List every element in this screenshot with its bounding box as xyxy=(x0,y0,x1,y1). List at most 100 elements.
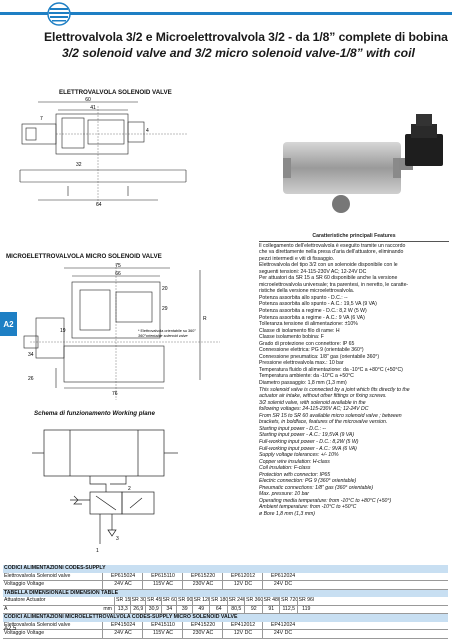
dim-label: 29 xyxy=(162,306,168,312)
feature-line: Potenza assorbita a regime - D.C.: 8,2 W… xyxy=(259,308,367,315)
table-cell: 12V DC xyxy=(222,581,262,589)
table-cell: 119 xyxy=(296,605,315,613)
feature-line: Tolleranza tensione di alimentazione: ±1… xyxy=(259,321,358,328)
table-cell: EP615024 xyxy=(102,572,142,580)
section-tab: A2 xyxy=(0,312,17,336)
feature-line-en: Ambient temperature: from -10°C to +50°C xyxy=(259,504,357,511)
feature-line: Pressione elettrovalvola max.: 10 bar xyxy=(259,360,344,367)
title-italian: Elettrovalvola 3/2 e Microelettrovalvola… xyxy=(44,30,448,44)
dim-label: 66 xyxy=(115,271,121,277)
table-cell: SR 90 xyxy=(176,597,192,605)
row-label: A xyxy=(4,605,8,612)
features-heading: Caratteristiche principali Features xyxy=(312,233,396,239)
page-number: A2.5 xyxy=(4,626,17,632)
feature-line-en: Protection with connector: IP65 xyxy=(259,471,331,478)
feature-line: Temperatura fluido di alimentazione: da … xyxy=(259,366,403,373)
table-cell: EP612024 xyxy=(262,572,302,580)
feature-line-en: 3/2 solenid valve, with solenoid availab… xyxy=(259,399,366,406)
table-cell: A mm xyxy=(3,606,114,614)
table-cell: Elettrovalvola Solenoid valve xyxy=(4,621,71,628)
table-cell: 24V DC xyxy=(262,581,302,589)
feature-line-en: ø Bore 1,8 mm (1,3 mm) xyxy=(259,510,315,517)
feature-line-en: Pneumatic connections: 1/8” gas (360° or… xyxy=(259,484,374,491)
feature-line-en: Coil insulation: F-class xyxy=(259,465,311,472)
features-rule xyxy=(259,240,449,242)
table-cell: SR 240 xyxy=(226,597,244,605)
row-unit: mm xyxy=(103,605,112,612)
feature-line: Classe di isolamento filo di rame: H xyxy=(259,327,340,334)
feature-line: Per attuatori da SR 15 a SR 60 disponibi… xyxy=(259,275,398,282)
dim-label: 60 xyxy=(85,97,91,103)
dim-label: 41 xyxy=(90,105,96,111)
table-cell: 39 xyxy=(176,605,192,613)
table-cell: 230V AC xyxy=(182,630,222,638)
table-row: A mm 13,3 26,9 30,9 34 39 49 64 80,5 92 … xyxy=(3,605,448,614)
working-plane-schematic: 1 2 3 xyxy=(32,429,178,554)
feature-line-en: following voltages: 24-115-230V AC; 12-2… xyxy=(259,406,369,413)
micro-note: * Elettrovalvola orientabile su 360° xyxy=(138,329,196,333)
codes-supply-heading: CODICI ALIMENTAZIONI CODES-SUPPLY xyxy=(3,565,448,573)
table-cell: 24V AC xyxy=(102,630,142,638)
dim-label: 64 xyxy=(96,202,102,208)
table-cell: EP412024 xyxy=(262,621,302,629)
table-cell: EP415220 xyxy=(182,621,222,629)
feature-line: Temperatura ambiente: da -10°C a +50°C xyxy=(259,373,354,380)
dim-label: 7 xyxy=(40,116,43,122)
feature-line: ristiche della versione microelettrovalv… xyxy=(259,288,355,295)
feature-line: che va direttamente nella presa d’aria d… xyxy=(259,249,404,256)
feature-line: Classe isolamento bobina: F xyxy=(259,334,324,341)
feature-line-en: Full-working input power - A.C.: 9VA (6 … xyxy=(259,445,357,452)
table-cell: 115V AC xyxy=(142,581,182,589)
title-english: 3/2 solenoid valve and 3/2 micro solenoi… xyxy=(62,46,415,60)
feature-line-en: Starting input power - D.C.: -- xyxy=(259,425,326,432)
table-cell: 115V AC xyxy=(142,630,182,638)
product-photo xyxy=(283,114,443,213)
table-cell: SR 15 xyxy=(114,597,130,605)
solenoid-valve-drawing: 60 41 7 4 32 64 xyxy=(19,97,188,208)
feature-line: Potenza assorbita a regime - A.C.: 9 VA … xyxy=(259,314,365,321)
feature-line: Connessione elettrica: PG 9 (orientabile… xyxy=(259,347,364,354)
port-label: 3 xyxy=(116,536,119,542)
feature-line: Connessione pneumatica: 1/8” gas (orient… xyxy=(259,353,380,360)
feature-line-en: Max. pressure: 10 bar xyxy=(259,491,310,498)
table-cell: 24V DC xyxy=(262,630,302,638)
table-cell: EP412012 xyxy=(222,621,262,629)
dim-label: 75 xyxy=(115,263,121,269)
table-cell: Attuatore Actuator xyxy=(4,597,46,603)
table-cell: SR 30 xyxy=(129,597,145,605)
company-logo-icon xyxy=(47,2,71,26)
table-cell: SR 45 xyxy=(145,597,161,605)
port-label: 2 xyxy=(128,486,131,492)
feature-line: Diametro passaggio: 1,8 mm (1,3 mm) xyxy=(259,380,347,387)
table-cell: 26,9 xyxy=(129,605,146,613)
dimension-table-heading: TABELLA DIMENSIONALE DIMENSION TABLE xyxy=(3,589,448,597)
feature-line-en: Copper wire insulation: H-class xyxy=(259,458,330,465)
feature-line: pezzi intermedi e viti di fissaggio. xyxy=(259,255,335,262)
table-cell: Voltaggio Voltage xyxy=(4,581,45,587)
feature-line-en: Operating media temperature: from -10°C … xyxy=(259,497,392,504)
dim-label: R xyxy=(203,316,207,322)
table-cell: EP415024 xyxy=(102,621,142,629)
feature-line: Grado di protezione con connettore: IP 6… xyxy=(259,340,355,347)
table-cell: 91 xyxy=(261,605,280,613)
micro-solenoid-valve-drawing: 75 66 20 29 19 76 34 26 R * Elettrovalvo… xyxy=(23,263,220,400)
dim-label: 19 xyxy=(60,328,66,334)
table-cell: 24V AC xyxy=(102,581,142,589)
dim-label: 34 xyxy=(28,352,34,358)
table-cell: 230V AC xyxy=(182,581,222,589)
feature-line-en: From SR 15 to SR 60 available micro sole… xyxy=(259,412,402,419)
table-cell: 64 xyxy=(209,605,227,613)
table-cell: 92 xyxy=(244,605,262,613)
table-row: Voltaggio Voltage 24V AC 115V AC 230V AC… xyxy=(3,630,448,639)
table-cell: 112,5 xyxy=(279,605,297,613)
table-row: Voltaggio Voltage 24V AC 115V AC 230V AC… xyxy=(3,581,448,590)
table-row: Elettrovalvola Solenoid valve EP415024 E… xyxy=(3,621,448,630)
feature-line-en: Electric connection: PG 9 (360° orientab… xyxy=(259,478,357,485)
feature-line: Elettrovalvola del tipo 3/2 con un solen… xyxy=(259,262,398,269)
table-cell: SR 180 xyxy=(209,597,227,605)
feature-line-en: Full-working input power - D.C.: 8,2W (5… xyxy=(259,438,359,445)
feature-line: seguenti tensioni: 24-115-230V AC; 12-24… xyxy=(259,268,367,275)
table-cell: SR 720 xyxy=(279,597,297,605)
solenoid-valve-heading: ELETTROVALVOLA SOLENOID VALVE xyxy=(59,89,172,96)
feature-line: microelettrovalvola universale; tra pare… xyxy=(259,281,409,288)
